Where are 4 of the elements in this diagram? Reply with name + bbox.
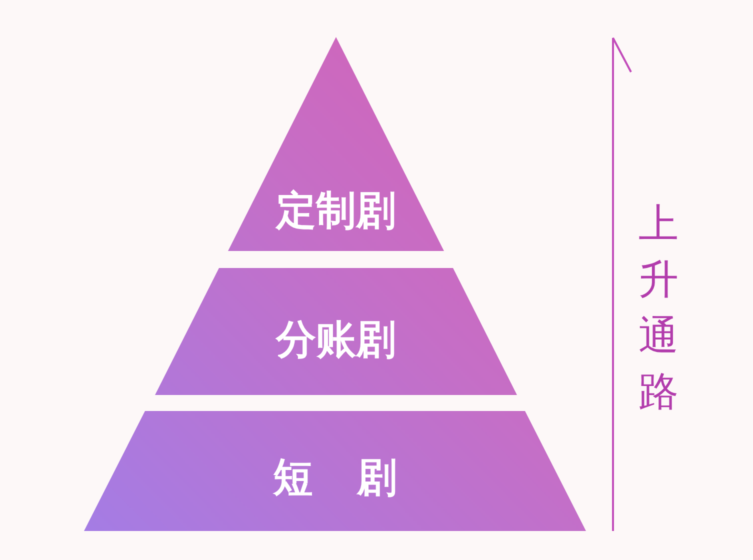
side-label: 上升通路 xyxy=(638,200,679,417)
pyramid-tier: 分账剧 xyxy=(155,268,517,395)
pyramid-tier: 定制剧 xyxy=(228,37,444,251)
pyramid-tier: 短 剧 xyxy=(84,411,586,531)
